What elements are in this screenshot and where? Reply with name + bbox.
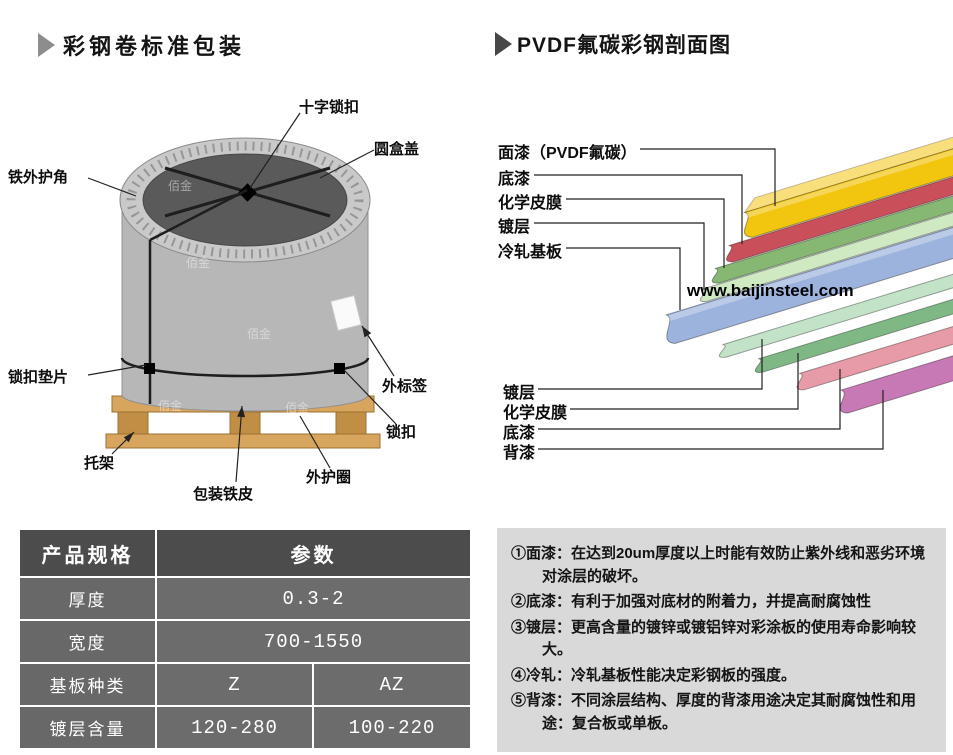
label-corner-protector: 铁外护角 xyxy=(8,169,69,186)
coil-rim-hatch xyxy=(126,141,364,259)
label-pallet: 托架 xyxy=(84,455,115,472)
label-topcoat: 面漆（PVDF氟碳） xyxy=(498,145,637,162)
label-backcoat: 背漆 xyxy=(503,445,536,462)
layer-topcoat-topface-shine xyxy=(744,80,953,213)
watermark-text: 佰金 xyxy=(186,255,210,270)
label-plating-bottom: 镀层 xyxy=(503,385,536,402)
right-title-text: PVDF氟碳彩钢剖面图 xyxy=(517,34,732,57)
layer-topcoat-topface xyxy=(743,79,953,214)
arrow-right-icon xyxy=(495,32,512,56)
layer-chemfilm-bottom xyxy=(754,232,953,373)
table-row: 镀层含量 120-280 100-220 xyxy=(18,705,472,750)
table-row: 宽度 700-1550 xyxy=(18,619,472,664)
buckle-right xyxy=(334,363,345,374)
note-item: ④冷轧：冷轧基板性能决定彩钢板的强度。 xyxy=(511,666,797,684)
left-section-title: 彩钢卷标准包装 xyxy=(38,29,245,61)
row-width-value: 700-1550 xyxy=(155,619,472,664)
row-width-label: 宽度 xyxy=(18,619,157,664)
outer-label-sticker xyxy=(330,294,362,332)
label-cross-lock: 十字锁扣 xyxy=(299,99,360,116)
label-substrate: 冷轧基板 xyxy=(498,244,563,261)
coil-diagram: 佰金 佰金 佰金 佰金 佰金 xyxy=(87,112,397,483)
layer-substrate xyxy=(664,166,953,345)
layer-plating-top xyxy=(699,153,953,302)
coil-callout-arrowheads xyxy=(123,326,372,443)
label-lock-gasket: 锁扣垫片 xyxy=(8,369,69,386)
layer-topcoat-shine xyxy=(746,97,953,218)
spec-header-col2: 参数 xyxy=(155,528,472,578)
label-outer-label: 外标签 xyxy=(382,378,428,395)
layer-substrate-shine xyxy=(668,169,953,321)
table-row: 基板种类 Z AZ xyxy=(18,662,472,707)
label-outer-ring: 外护圈 xyxy=(306,469,352,486)
label-primer-bottom: 底漆 xyxy=(503,425,536,442)
note-item: ③镀层：更高含量的镀锌或镀铝锌对彩涂板的使用寿命影响较大。 xyxy=(511,618,917,659)
label-chemfilm-top: 化学皮膜 xyxy=(498,195,563,212)
label-packing-sheet: 包装铁皮 xyxy=(193,486,254,503)
watermark-text: 佰金 xyxy=(247,326,271,341)
layer-stack xyxy=(664,79,953,414)
table-row: 厚度 0.3-2 xyxy=(18,576,472,621)
row-substrate-label: 基板种类 xyxy=(18,662,157,707)
note-item: ⑤背漆：不同涂层结构、厚度的背漆用途决定其耐腐蚀性和用途：复合板或单板。 xyxy=(511,692,917,732)
row-substrate-value-2: AZ xyxy=(312,662,472,707)
label-chemfilm-bottom: 化学皮膜 xyxy=(503,405,568,422)
label-primer-top: 底漆 xyxy=(498,171,531,188)
row-coating-value-2: 100-220 xyxy=(312,705,472,750)
label-plating-top: 镀层 xyxy=(498,219,531,236)
row-thickness-label: 厚度 xyxy=(18,576,157,621)
note-item: ②底漆：有利于加强对底材的附着力，并提高耐腐蚀性 xyxy=(511,593,872,610)
spec-table: 产品规格 参数 厚度 0.3-2 宽度 700-1550 基板种类 Z AZ 镀… xyxy=(18,528,472,750)
coil-lid xyxy=(142,153,348,247)
buckle-left xyxy=(144,363,155,374)
layer-primer-bottom xyxy=(796,257,953,391)
site-watermark: www.baijinsteel.com xyxy=(687,281,854,300)
layer-plating-bottom xyxy=(718,209,953,358)
layer-diagram xyxy=(534,79,953,450)
label-lock: 锁扣 xyxy=(386,424,417,441)
left-title-text: 彩钢卷标准包装 xyxy=(63,34,246,59)
cross-lock-center xyxy=(238,183,257,202)
layer-callout-lines xyxy=(534,148,884,450)
row-thickness-value: 0.3-2 xyxy=(155,576,472,621)
watermark-text: 佰金 xyxy=(285,400,309,415)
notes-panel: ①面漆：在达到20um厚度以上时能有效防止紫外线和恶劣环境对涂层的破坏。 ②底漆… xyxy=(497,528,946,752)
row-coating-value-1: 120-280 xyxy=(155,705,314,750)
watermark-text: 佰金 xyxy=(158,398,182,413)
row-coating-label: 镀层含量 xyxy=(18,705,157,750)
row-substrate-value-1: Z xyxy=(155,662,314,707)
arrow-right-icon xyxy=(38,33,55,57)
watermark-text: 佰金 xyxy=(168,178,192,193)
spec-header-col1: 产品规格 xyxy=(18,528,157,578)
watermark-group: 佰金 佰金 佰金 佰金 佰金 xyxy=(158,178,309,415)
spec-table-header-row: 产品规格 参数 xyxy=(18,528,472,578)
right-section-title: PVDF氟碳彩钢剖面图 xyxy=(495,29,731,59)
note-item: ①面漆：在达到20um厚度以上时能有效防止紫外线和恶劣环境对涂层的破坏。 xyxy=(511,545,926,585)
layer-topcoat xyxy=(742,94,953,238)
layer-primer-top xyxy=(726,120,953,263)
layer-chemfilm-top xyxy=(711,137,953,284)
label-round-lid: 圆盒盖 xyxy=(374,141,420,158)
